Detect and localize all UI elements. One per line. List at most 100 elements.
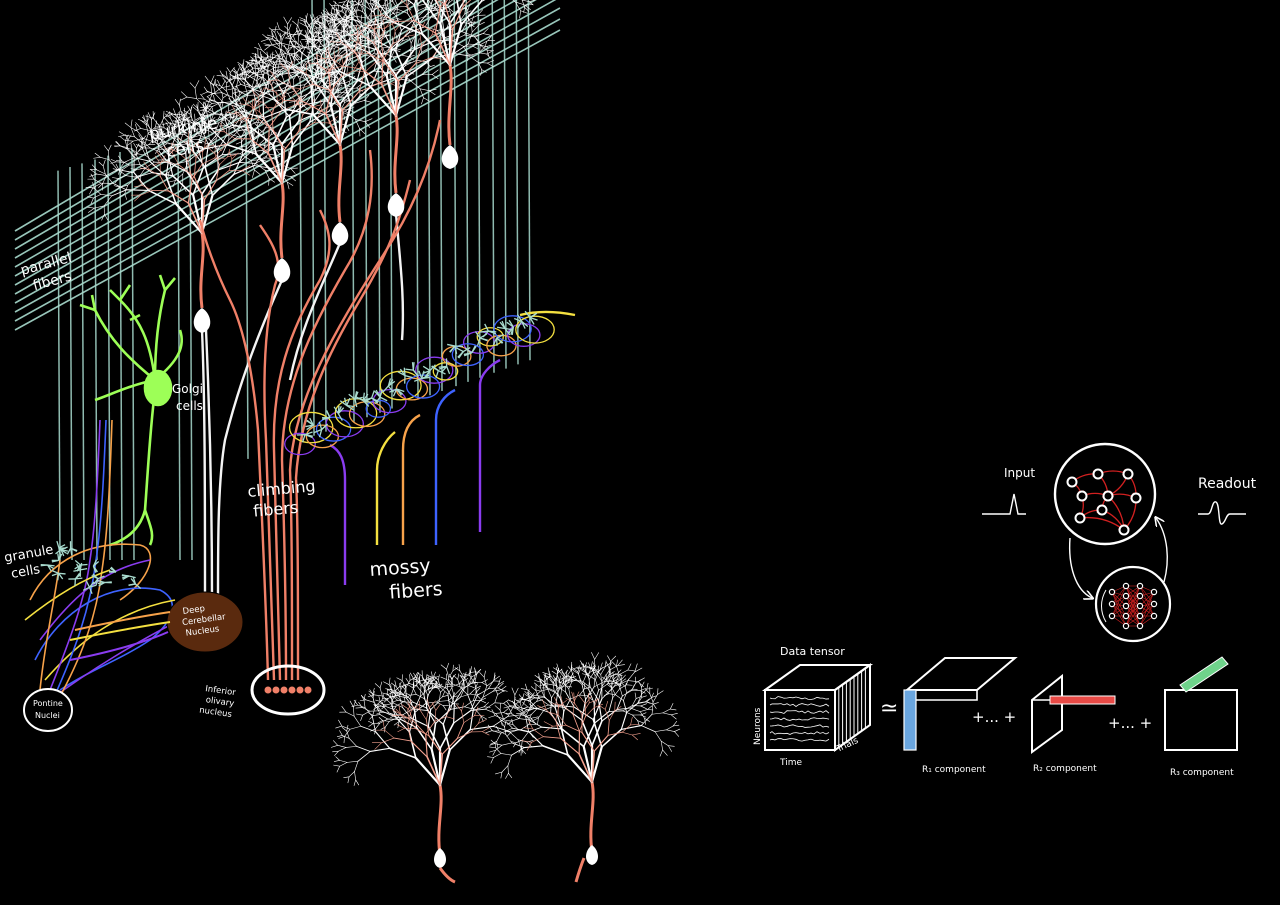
mossy-rosette <box>493 315 532 343</box>
inferior-olive-label: Inferior olivary nucleus <box>199 684 239 721</box>
granule-axon <box>189 130 193 561</box>
granule-star <box>40 563 55 572</box>
rnn-node <box>1074 512 1086 524</box>
tensor-side-face <box>834 663 871 752</box>
granule-star <box>438 358 451 375</box>
mossy-rosette <box>415 356 454 384</box>
mossy-rosette <box>325 410 365 438</box>
ff-node <box>1150 600 1158 608</box>
granule-axon <box>323 0 327 432</box>
ff-node <box>1136 582 1144 590</box>
mossy-rosette <box>315 416 352 442</box>
granule-axon <box>453 0 457 387</box>
parallel-fiber <box>14 29 561 331</box>
ff-node <box>1150 612 1158 620</box>
granule-star <box>97 579 112 587</box>
purkinje-tree-5 <box>323 0 536 146</box>
readout-wave-icon <box>1198 501 1246 525</box>
granule-star <box>305 417 314 431</box>
granule-star <box>480 323 497 338</box>
parallel-fiber <box>14 0 444 250</box>
ff-node <box>1136 622 1144 630</box>
granule-axon <box>527 0 531 361</box>
granule-star <box>296 431 313 443</box>
r2-side-face <box>1031 673 1063 754</box>
ff-node <box>1136 602 1144 610</box>
r1-label: R₁ component <box>922 765 986 775</box>
granule-axon <box>465 0 469 382</box>
granule-axon <box>81 163 85 561</box>
ff-node <box>1122 582 1130 590</box>
mossy-rosette <box>284 432 316 456</box>
rnn-node <box>1118 524 1130 536</box>
rnn-diagram: Input Readout <box>982 442 1257 643</box>
tensor-slices <box>838 668 866 748</box>
pontine-nuclei <box>23 688 73 732</box>
granule-star <box>513 314 529 329</box>
granule-star <box>447 343 464 355</box>
granule-star <box>92 559 100 573</box>
granule-axon <box>415 0 419 400</box>
granule-axon <box>491 0 495 373</box>
climbing-fibers <box>198 119 442 681</box>
granule-star <box>333 405 345 421</box>
r3-label: R₃ component <box>1170 768 1234 778</box>
granule-axon <box>477 0 481 378</box>
neuron-trace <box>769 703 830 707</box>
purkinje-axons <box>200 213 405 601</box>
purkinje-tree-3 <box>225 6 439 223</box>
granule-star <box>66 541 78 556</box>
granule-star <box>405 362 419 377</box>
ff-node <box>1136 592 1144 600</box>
standalone-soma-1 <box>434 848 446 868</box>
axis-trials-label: Trials <box>834 736 860 755</box>
rnn-node <box>1096 504 1108 516</box>
granule-axons <box>57 0 531 561</box>
feedforward-network <box>1101 582 1158 630</box>
granule-star <box>492 334 505 346</box>
neuron-trace <box>769 696 830 700</box>
granule-axon <box>57 170 61 561</box>
mossy-fibers-label: mossy fibers <box>369 554 443 605</box>
granule-star <box>321 410 331 421</box>
granule-star <box>374 389 388 404</box>
granule-star <box>355 392 372 407</box>
parallel-fiber <box>14 0 462 259</box>
rnn-node <box>1122 468 1134 480</box>
mossy-fibers <box>329 310 576 585</box>
mossy-rosette <box>379 370 422 401</box>
granule-star <box>463 345 477 357</box>
standalone-purkinje-1 <box>330 662 539 856</box>
ff-node <box>1122 622 1130 630</box>
neuron-trace <box>769 710 830 714</box>
standalone-soma-2 <box>586 845 598 865</box>
granule-star <box>313 421 329 438</box>
rnn-nodes <box>1066 468 1142 536</box>
arrow-to-rnn <box>1156 518 1168 583</box>
granule-star <box>506 319 514 336</box>
purkinje-dendrites <box>85 0 536 309</box>
mossy-rosette <box>515 315 555 344</box>
axis-time-label: Time <box>779 758 802 768</box>
golgi-cell <box>79 274 184 547</box>
tensor-traces <box>769 696 830 742</box>
granule-star <box>389 388 405 397</box>
approx-symbol: ≃ <box>880 696 898 721</box>
granule-star <box>91 573 105 586</box>
mossy-rosette <box>395 377 429 401</box>
neuron-trace <box>769 724 830 728</box>
tensor-decomposition: Data tensor Neurons Time Trials ≃ R₁ com… <box>753 645 1238 778</box>
ff-node <box>1122 602 1130 610</box>
ff-node <box>1122 592 1130 600</box>
neuron-trace <box>769 731 830 735</box>
r3-trial-factor <box>1179 656 1229 693</box>
granule-cells <box>40 540 142 595</box>
olive-neurons <box>264 686 312 694</box>
mossy-rosette <box>476 327 504 347</box>
granule-star <box>56 540 66 555</box>
granule-axon <box>245 114 249 459</box>
rnn-node <box>1092 468 1104 480</box>
readout-label: Readout <box>1198 476 1257 492</box>
granule-star <box>121 574 136 580</box>
granule-star <box>339 397 355 411</box>
